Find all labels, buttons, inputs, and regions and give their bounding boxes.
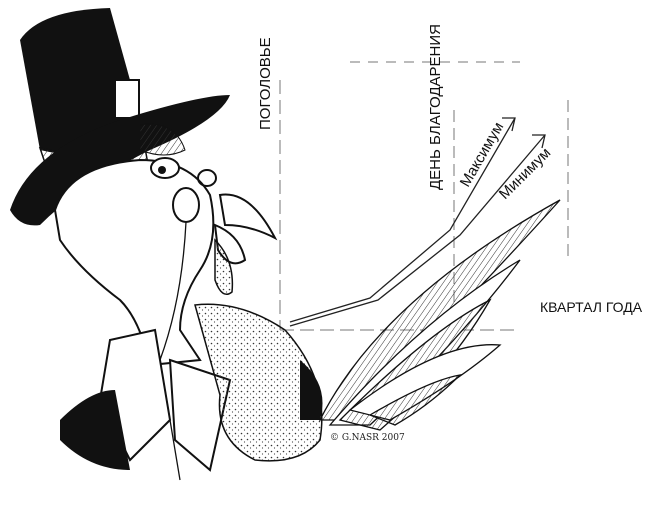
hat-buckle bbox=[114, 79, 140, 119]
minimum-arrowhead bbox=[532, 134, 546, 149]
x-axis-label: КВАРТАЛ ГОДА bbox=[540, 299, 643, 315]
line-min-label: Минимум bbox=[496, 144, 554, 202]
y-axis-label: ПОГОЛОВЬЕ bbox=[257, 37, 274, 130]
maximum-arrowhead bbox=[502, 117, 516, 132]
turkey-beak-illustration bbox=[218, 193, 278, 241]
turkey-wattle bbox=[214, 238, 234, 295]
trend-lines bbox=[289, 117, 546, 327]
turkey-chest bbox=[194, 303, 323, 462]
minimum-trend-line bbox=[289, 134, 546, 327]
maximum-trend-line bbox=[289, 117, 516, 323]
suit-collar-illustration bbox=[60, 303, 323, 472]
event-label: ДЕНЬ БЛАГОДАРЕНИЯ bbox=[427, 24, 444, 190]
chart-axes bbox=[279, 61, 569, 331]
artist-signature: © G.NASR 2007 bbox=[330, 433, 405, 443]
line-max-label: Максимум bbox=[457, 119, 508, 190]
feather-pointer-illustration bbox=[318, 199, 561, 431]
